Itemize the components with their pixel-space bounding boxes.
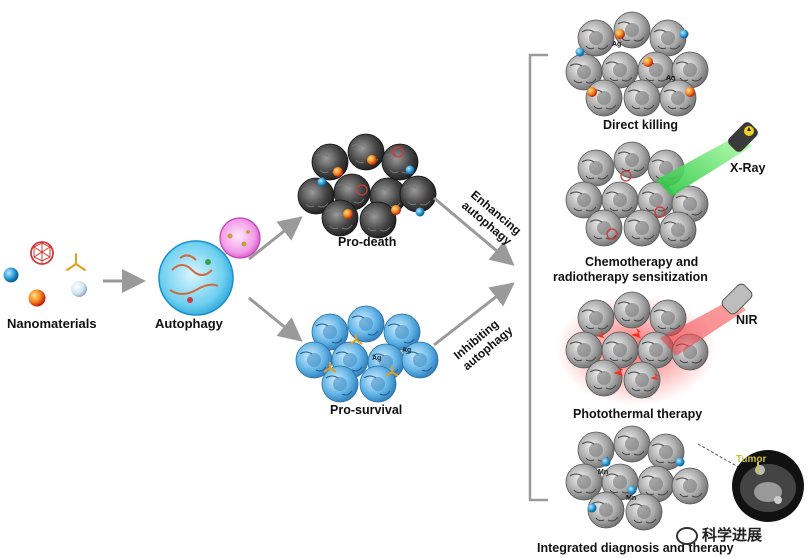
chemo-label-line2: radiotherapy sensitization <box>553 270 708 284</box>
ag-label-direct-2: Ag <box>666 75 675 82</box>
white-nanoparticle-icon <box>71 281 87 297</box>
pro-death-cell-cluster-icon <box>297 133 437 239</box>
arrow-to-pro-death <box>248 216 303 261</box>
ag-label-direct: Ag <box>612 41 621 48</box>
xray-lamp-icon <box>656 122 758 196</box>
chemo-label-line1: Chemotherapy and <box>585 255 698 269</box>
arrow-enhancing <box>433 196 515 266</box>
pro-survival-label: Pro-survival <box>330 403 402 417</box>
watermark-text: 科学进展 <box>702 526 763 544</box>
direct-killing-cell-cluster-icon: Ag Ag <box>565 11 709 117</box>
xray-label: X-Ray <box>730 161 765 175</box>
mn-label-2: Mn <box>626 495 636 502</box>
autophagy-label: Autophagy <box>155 316 224 331</box>
outcome-bracket <box>528 53 548 502</box>
wechat-icon <box>676 526 698 545</box>
integrated-cell-cluster-icon: Mn Mn <box>565 425 709 531</box>
ag-label-survival-2: Ag <box>402 347 411 354</box>
tumor-pointer-line <box>697 443 741 469</box>
photothermal-cell-cluster-icon <box>556 291 716 405</box>
fullerene-icon <box>30 241 54 265</box>
autophagy-cell-icon <box>158 217 261 316</box>
nir-lamp-icon <box>660 283 753 356</box>
blue-nanoparticle-icon <box>3 267 19 283</box>
tripod-particle-icon <box>66 253 86 271</box>
watermark: 科学进展 <box>676 524 762 545</box>
ag-label-survival: Ag <box>372 355 381 362</box>
arrow-to-pro-survival <box>248 296 303 342</box>
nanomaterials-group <box>3 241 87 307</box>
ct-scan-icon <box>732 450 804 522</box>
tumor-label: Tumor <box>736 454 766 465</box>
direct-killing-label: Direct killing <box>603 118 678 132</box>
chemo-radio-cell-cluster-icon <box>565 141 709 249</box>
mn-label-1: Mn <box>598 469 608 476</box>
photothermal-label: Photothermal therapy <box>573 407 702 421</box>
nir-label: NIR <box>736 313 758 327</box>
integrated-label: Integrated diagnosis and therapy <box>537 541 734 555</box>
pro-survival-cell-cluster-icon: Ag Ag <box>295 305 439 403</box>
nanomaterials-label: Nanomaterials <box>7 316 97 331</box>
arrow-inhibiting <box>433 282 515 347</box>
orange-nanoparticle-icon <box>28 289 46 307</box>
pro-death-label: Pro-death <box>338 235 396 249</box>
